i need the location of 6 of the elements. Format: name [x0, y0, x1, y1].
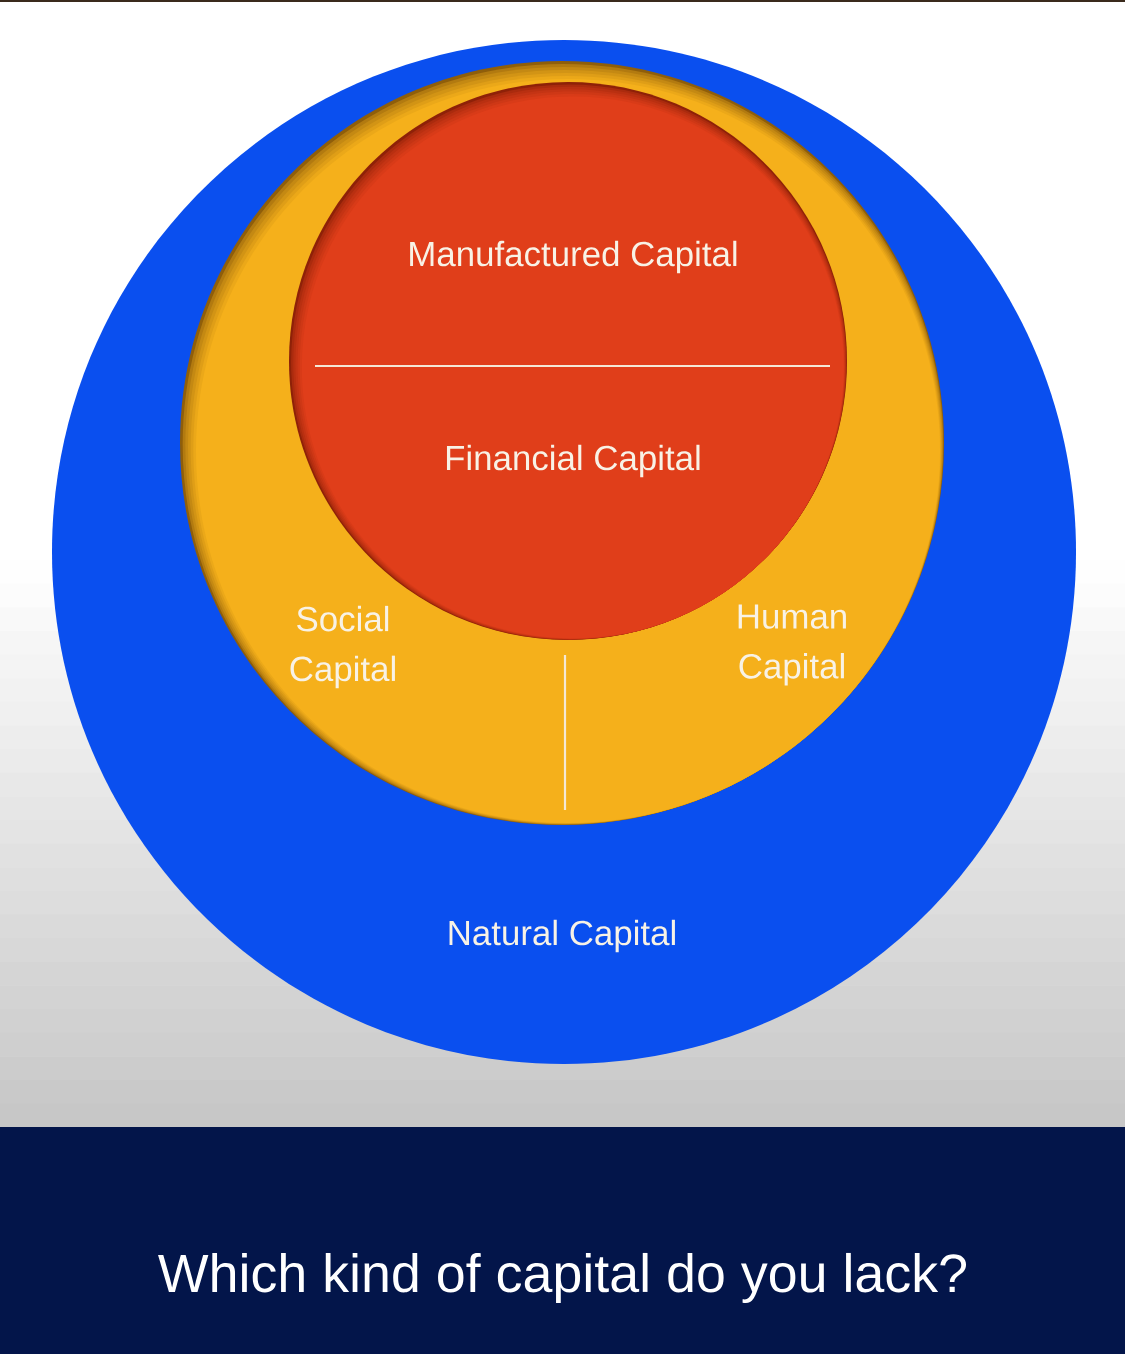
caption: Which kind of capital do you lack? [158, 1252, 966, 1304]
section-label: Manufactured Capital [410, 240, 737, 274]
section-label: Human Capital [738, 604, 846, 686]
section-label: Social Capital [290, 605, 395, 689]
section-label: Financial Capital [447, 444, 700, 478]
section-label: Natural Capital [449, 919, 675, 953]
